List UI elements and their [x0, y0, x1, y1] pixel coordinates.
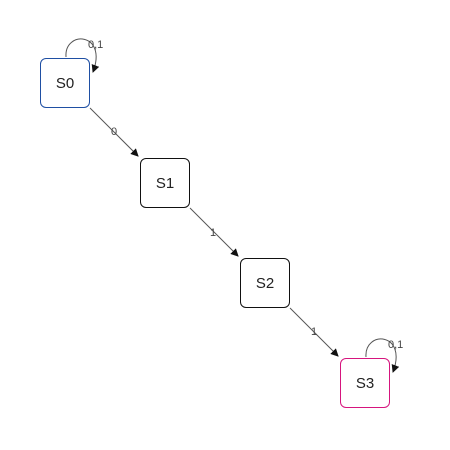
transition-label-s1-s2: 1: [210, 227, 216, 239]
transition-label-s0-self: 0,1: [88, 39, 103, 51]
transition-s1-to-s2: [189, 207, 239, 257]
transition-s2-to-s3: [289, 307, 339, 357]
state-s0[interactable]: S0: [40, 58, 90, 108]
state-s0-label: S0: [55, 74, 75, 92]
state-s1[interactable]: S1: [140, 158, 190, 208]
transition-label-s2-s3: 1: [311, 326, 317, 338]
transition-s3-self-loop: [365, 338, 400, 373]
state-s3-label: S3: [355, 374, 375, 392]
transition-label-s0-s1: 0: [111, 126, 117, 138]
transition-s0-self-loop: [65, 38, 100, 73]
transition-s0-to-s1: [89, 107, 139, 157]
transition-label-s3-self: 0,1: [388, 339, 403, 351]
state-s1-label: S1: [155, 174, 175, 192]
state-s2-label: S2: [255, 274, 275, 292]
state-s2[interactable]: S2: [240, 258, 290, 308]
state-s3[interactable]: S3: [340, 358, 390, 408]
